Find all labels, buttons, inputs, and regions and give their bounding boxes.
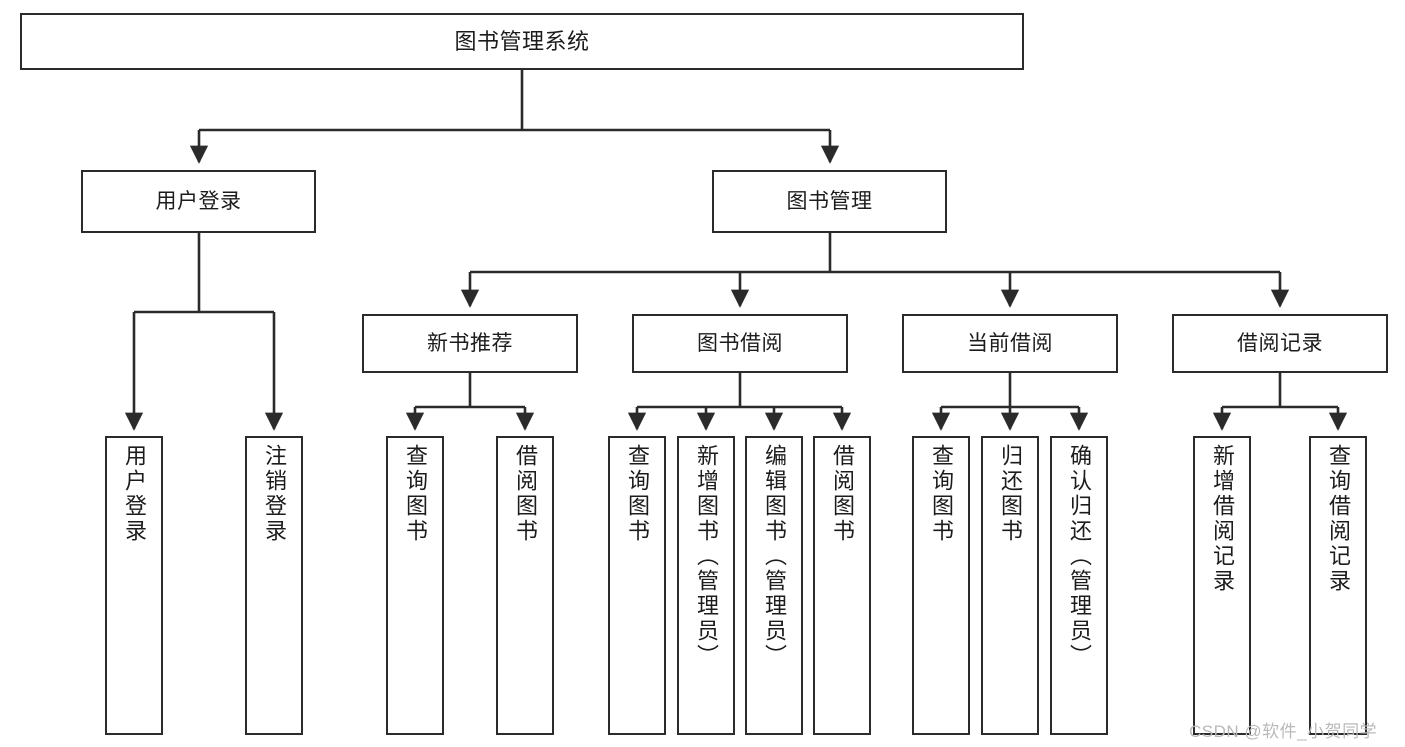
- leaf-query-books-recommend-label: 查询图书: [403, 444, 428, 544]
- node-current-borrow-label: 当前借阅: [967, 332, 1053, 355]
- node-user-login[interactable]: 用户登录: [81, 170, 316, 233]
- node-book-borrow[interactable]: 图书借阅: [632, 314, 848, 373]
- node-new-book-recommend[interactable]: 新书推荐: [362, 314, 578, 373]
- leaf-query-books-recommend[interactable]: 查询图书: [386, 436, 444, 735]
- leaf-edit-book-admin-label: 编辑图书（管理员）: [762, 444, 787, 669]
- leaf-confirm-return-admin-label: 确认归还（管理员）: [1067, 444, 1092, 669]
- leaf-add-borrow-record[interactable]: 新增借阅记录: [1193, 436, 1251, 735]
- node-book-management-label: 图书管理: [786, 190, 873, 213]
- leaf-borrow-books-borrow-label: 借阅图书: [830, 444, 855, 544]
- leaf-add-book-admin[interactable]: 新增图书（管理员）: [677, 436, 735, 735]
- leaf-return-books[interactable]: 归还图书: [981, 436, 1039, 735]
- leaf-query-borrow-record[interactable]: 查询借阅记录: [1309, 436, 1367, 735]
- csdn-watermark: CSDN @软件_小贺同学: [1189, 722, 1378, 741]
- node-user-login-label: 用户登录: [155, 190, 242, 213]
- node-new-book-recommend-label: 新书推荐: [427, 332, 513, 355]
- leaf-add-borrow-record-label: 新增借阅记录: [1210, 444, 1235, 594]
- leaf-logout-label: 注销登录: [262, 444, 287, 544]
- leaf-edit-book-admin[interactable]: 编辑图书（管理员）: [745, 436, 803, 735]
- node-root[interactable]: 图书管理系统: [20, 13, 1024, 70]
- leaf-confirm-return-admin[interactable]: 确认归还（管理员）: [1050, 436, 1108, 735]
- leaf-query-books-current-label: 查询图书: [929, 444, 954, 544]
- leaf-query-borrow-record-label: 查询借阅记录: [1326, 444, 1351, 594]
- leaf-query-books-borrow[interactable]: 查询图书: [608, 436, 666, 735]
- leaf-user-login[interactable]: 用户登录: [105, 436, 163, 735]
- leaf-user-login-label: 用户登录: [122, 444, 147, 544]
- node-book-borrow-label: 图书借阅: [697, 332, 783, 355]
- leaf-query-books-current[interactable]: 查询图书: [912, 436, 970, 735]
- node-borrow-records-label: 借阅记录: [1237, 332, 1323, 355]
- leaf-borrow-books-recommend[interactable]: 借阅图书: [496, 436, 554, 735]
- leaf-logout[interactable]: 注销登录: [245, 436, 303, 735]
- leaf-add-book-admin-label: 新增图书（管理员）: [694, 444, 719, 669]
- node-current-borrow[interactable]: 当前借阅: [902, 314, 1118, 373]
- node-book-management[interactable]: 图书管理: [712, 170, 947, 233]
- leaf-return-books-label: 归还图书: [998, 444, 1023, 544]
- leaf-borrow-books-borrow[interactable]: 借阅图书: [813, 436, 871, 735]
- node-root-label: 图书管理系统: [454, 28, 590, 54]
- node-borrow-records[interactable]: 借阅记录: [1172, 314, 1388, 373]
- leaf-borrow-books-recommend-label: 借阅图书: [513, 444, 538, 544]
- leaf-query-books-borrow-label: 查询图书: [625, 444, 650, 544]
